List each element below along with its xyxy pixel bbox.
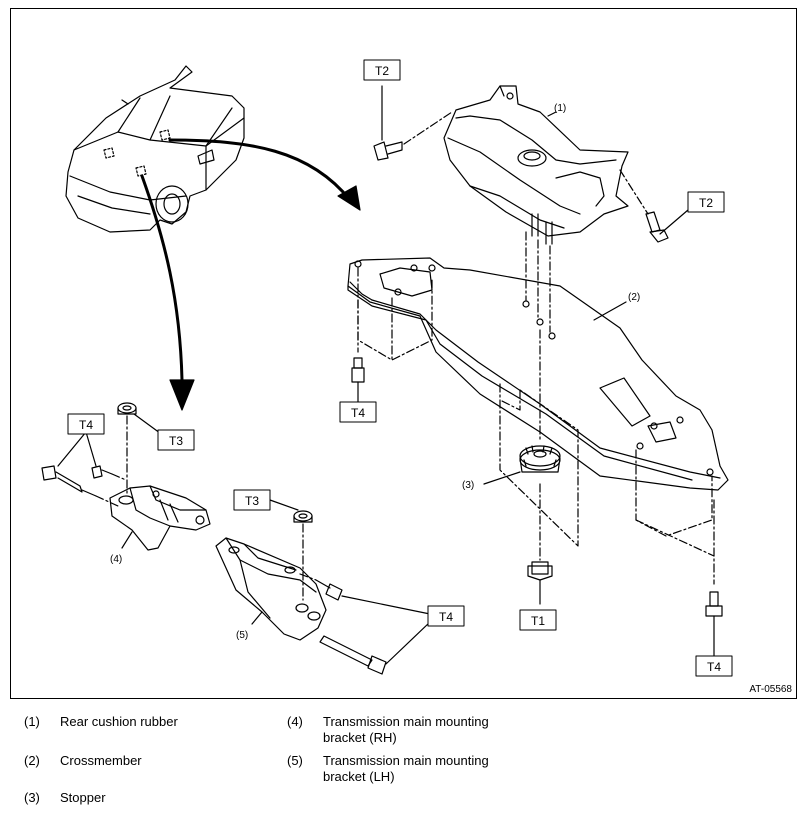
- bracket-rh: [109, 485, 211, 551]
- bolt-t2-left: [373, 85, 453, 161]
- callout-3: (3): [462, 480, 474, 491]
- legend-num: (4): [287, 714, 303, 729]
- legend-num: (2): [24, 753, 40, 768]
- tag-t2-top: T2: [375, 64, 389, 78]
- legend-text: Rear cushion rubber: [60, 714, 178, 729]
- bolts-t4-lower: [299, 573, 431, 675]
- stopper: [483, 445, 561, 485]
- bolt-t4-crossmember-left: [351, 357, 365, 403]
- tag-t4-bottom-box: [695, 655, 733, 677]
- bolt-t4-bottom: [705, 591, 723, 657]
- tag-t4-lower-box: [427, 605, 465, 627]
- leader-1: [547, 111, 557, 117]
- legend-item-3: (3) Stopper: [24, 790, 274, 810]
- legend-text: Transmission main mounting bracket (LH): [323, 753, 489, 784]
- tag-t2-right-box: [687, 191, 725, 213]
- tag-t4-bottom: T4: [707, 660, 721, 674]
- tag-t2-right: T2: [699, 196, 713, 210]
- legend-item-1: (1) Rear cushion rubber: [24, 714, 274, 734]
- tag-t3-lower-box: [233, 489, 271, 511]
- legend-num: (3): [24, 790, 40, 805]
- legend-num: (5): [287, 753, 303, 768]
- nut-t3-upper: [117, 402, 165, 497]
- legend-item-2: (2) Crossmember: [24, 753, 274, 773]
- crossmember: [347, 231, 729, 585]
- tag-t1-box: [519, 609, 557, 631]
- callout-5: (5): [236, 630, 248, 641]
- diagram-frame: [10, 8, 797, 699]
- tag-t1: T1: [531, 614, 545, 628]
- tag-t4-lower: T4: [439, 610, 453, 624]
- pointer-arrows: [140, 138, 361, 411]
- figure-code: AT-05568: [749, 684, 792, 695]
- callout-1: (1): [554, 103, 566, 114]
- legend-item-4: (4) Transmission main mounting bracket (…: [287, 714, 547, 750]
- tag-t4-right-box: [339, 401, 377, 423]
- tag-t4-left: T4: [79, 418, 93, 432]
- legend-num: (1): [24, 714, 40, 729]
- tag-t2-top-box: [363, 59, 401, 81]
- legend-text: Stopper: [60, 790, 106, 805]
- leader-2: [593, 301, 627, 321]
- tag-t3-upper: T3: [169, 434, 183, 448]
- bracket-lh: [215, 537, 327, 641]
- nut-t3-lower: [269, 499, 313, 601]
- legend-item-5: (5) Transmission main mounting bracket (…: [287, 753, 547, 789]
- legend-text: Transmission main mounting bracket (RH): [323, 714, 489, 745]
- tag-t4-left-box: [67, 413, 105, 435]
- tag-t4-right: T4: [351, 406, 365, 420]
- bolts-t4-left: [41, 431, 127, 507]
- callout-2: (2): [628, 292, 640, 303]
- tag-t3-upper-box: [157, 429, 195, 451]
- nut-t1: [527, 561, 553, 605]
- legend-text: Crossmember: [60, 753, 142, 768]
- vehicle-illustration: [65, 65, 245, 233]
- callout-4: (4): [110, 554, 122, 565]
- tag-t3-lower: T3: [245, 494, 259, 508]
- rear-cushion-rubber: [443, 85, 629, 245]
- bolt-t2-right: [619, 169, 689, 243]
- torque-tag-boxes: [67, 59, 733, 677]
